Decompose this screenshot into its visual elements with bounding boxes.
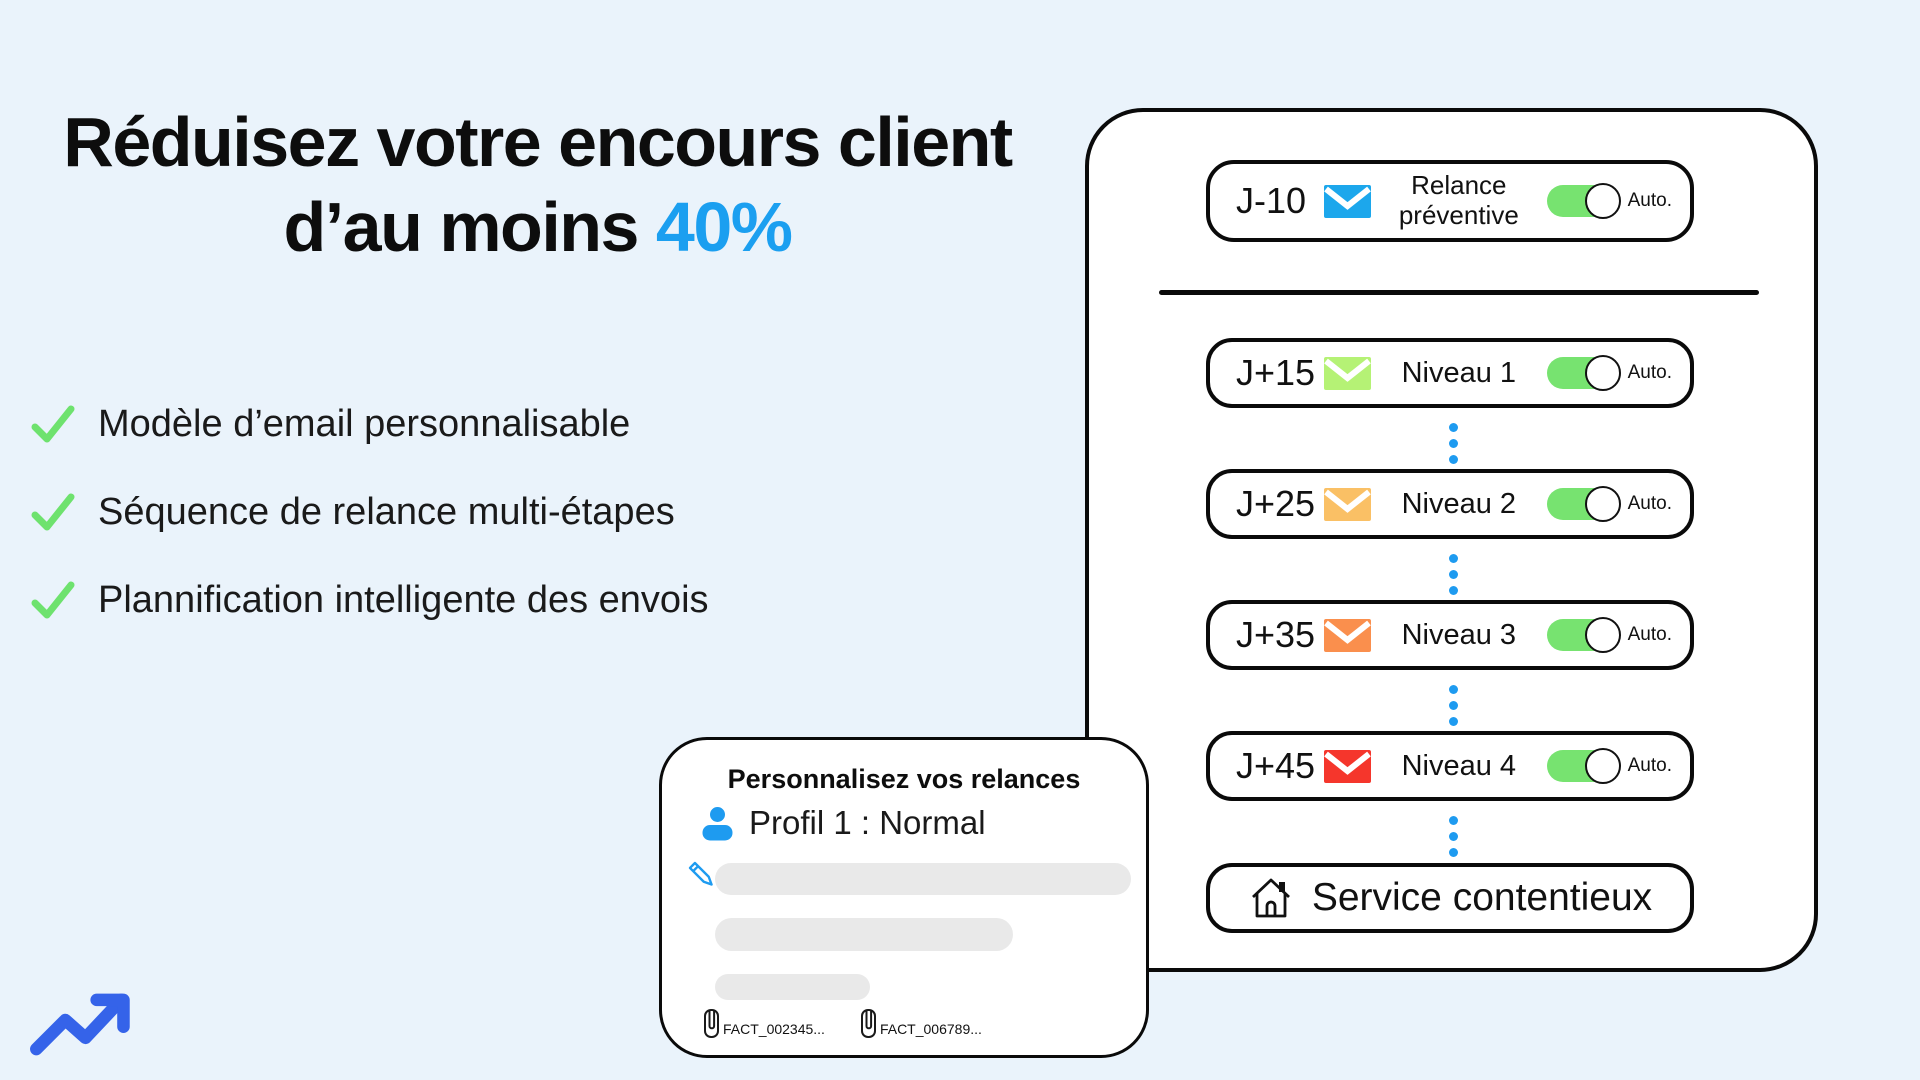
auto-toggle[interactable] [1546, 486, 1621, 522]
flow-row-level-4: J+45 Niveau 4 Auto. [1206, 731, 1694, 801]
attachment-chip[interactable]: FACT_002345... [702, 1008, 825, 1039]
toggle-knob [1584, 748, 1621, 784]
placeholder-bar [715, 918, 1013, 951]
day-label: J+35 [1236, 614, 1316, 655]
house-icon [1248, 875, 1294, 921]
step-label: Niveau 3 [1401, 618, 1517, 651]
flow-row-final: Service contentieux [1206, 863, 1694, 933]
check-icon [31, 581, 75, 619]
flow-row-level-1: J+15 Niveau 1 Auto. [1206, 338, 1694, 408]
dot [1448, 701, 1458, 710]
paperclip-icon [859, 1008, 878, 1039]
flow-row-level-3: J+35 Niveau 3 Auto. [1206, 600, 1694, 670]
envelope-icon [1324, 618, 1371, 652]
dot [1448, 832, 1458, 841]
final-step-label: Service contentieux [1311, 876, 1653, 919]
connector-dots [1448, 685, 1458, 733]
attachment-list: FACT_002345... FACT_006789... [702, 1008, 982, 1039]
step-label: Niveau 4 [1401, 749, 1517, 782]
auto-toggle[interactable] [1546, 748, 1621, 784]
day-label: J-10 [1236, 180, 1307, 221]
trending-up-icon [25, 982, 137, 1063]
toggle-knob [1584, 355, 1621, 391]
customize-card-title: Personnalisez vos relances [727, 764, 1081, 794]
step-label: Niveau 1 [1401, 356, 1517, 389]
attachment-label: FACT_002345... [723, 1021, 825, 1037]
auto-toggle[interactable] [1546, 617, 1621, 653]
list-item: Plannification intelligente des envois [30, 574, 709, 626]
day-label: J+45 [1236, 745, 1316, 786]
connector-dots [1448, 423, 1458, 471]
toggle-label: Auto. [1627, 755, 1672, 776]
feature-label: Séquence de relance multi-étapes [98, 490, 675, 533]
dot [1448, 455, 1458, 464]
headline: Réduisez votre encours client d’au moins… [0, 100, 1075, 271]
placeholder-bar [715, 863, 1131, 895]
profile-row[interactable]: Profil 1 : Normal [700, 804, 986, 842]
feature-list: Modèle d’email personnalisable Séquence … [30, 398, 709, 662]
dot [1448, 439, 1458, 448]
day-label: J+25 [1236, 483, 1316, 524]
headline-line1: Réduisez votre encours client [63, 103, 1013, 181]
auto-toggle[interactable] [1546, 183, 1621, 219]
page-title: Réduisez votre encours client d’au moins… [0, 100, 1075, 271]
pencil-icon [685, 858, 719, 897]
attachment-label: FACT_006789... [879, 1021, 982, 1037]
placeholder-bar [715, 974, 870, 1000]
toggle-label: Auto. [1627, 190, 1672, 211]
customize-card: Personnalisez vos relances Profil 1 : No… [659, 737, 1149, 1058]
toggle-knob [1584, 617, 1621, 653]
day-label: J+15 [1236, 352, 1316, 393]
toggle-knob [1584, 183, 1621, 219]
step-label: Relance préventive [1398, 170, 1519, 230]
step-label: Niveau 2 [1401, 487, 1517, 520]
connector-dots [1448, 554, 1458, 602]
auto-toggle[interactable] [1546, 355, 1621, 391]
check-icon [31, 493, 75, 531]
feature-label: Modèle d’email personnalisable [98, 402, 631, 445]
dot [1448, 685, 1458, 694]
connector-dots [1448, 816, 1458, 864]
envelope-icon [1324, 184, 1371, 218]
dot [1448, 554, 1458, 563]
headline-line2: d’au moins [283, 188, 656, 267]
feature-label: Plannification intelligente des envois [98, 578, 709, 621]
reminder-flow-card: J-10 Relance préventive Auto. J+15 Nivea… [1085, 108, 1818, 972]
divider [1159, 290, 1759, 295]
toggle-label: Auto. [1627, 362, 1672, 383]
dot [1448, 717, 1458, 726]
list-item: Séquence de relance multi-étapes [30, 486, 709, 538]
dot [1448, 570, 1458, 579]
dot [1448, 816, 1458, 825]
attachment-chip[interactable]: FACT_006789... [859, 1008, 982, 1039]
flow-row-level-2: J+25 Niveau 2 Auto. [1206, 469, 1694, 539]
envelope-icon [1324, 749, 1371, 783]
toggle-label: Auto. [1627, 493, 1672, 514]
flow-row-preventive: J-10 Relance préventive Auto. [1206, 160, 1694, 242]
check-icon [31, 405, 75, 443]
dot [1448, 423, 1458, 432]
headline-highlight: 40% [655, 188, 793, 267]
dot [1448, 586, 1458, 595]
envelope-icon [1324, 487, 1371, 521]
profile-label: Profil 1 : Normal [749, 804, 986, 841]
envelope-icon [1324, 356, 1371, 390]
toggle-label: Auto. [1627, 624, 1672, 645]
paperclip-icon [702, 1008, 721, 1039]
toggle-knob [1584, 486, 1621, 522]
list-item: Modèle d’email personnalisable [30, 398, 709, 450]
dot [1448, 848, 1458, 857]
user-icon [700, 806, 735, 841]
